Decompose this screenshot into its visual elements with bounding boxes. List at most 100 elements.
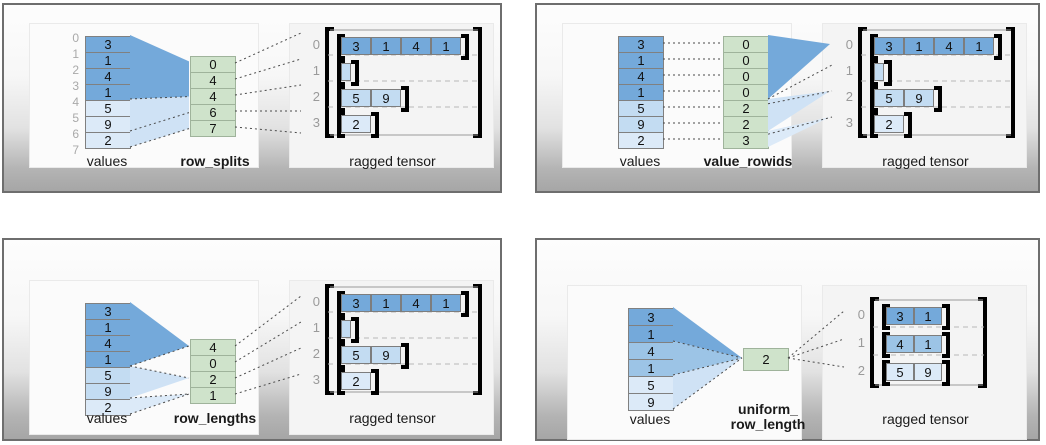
- value-cell-text: 9: [637, 117, 645, 132]
- value-cell-text: 9: [647, 394, 655, 410]
- tensor-cell-text: 4: [412, 38, 420, 54]
- tensor-cell: 1: [904, 37, 934, 55]
- tensor-cell: 3: [886, 307, 914, 325]
- value-cell: 4: [85, 68, 131, 85]
- encoding-cell-text: 0: [209, 356, 217, 371]
- encoding-cell-text: 7: [209, 121, 217, 136]
- value-cell-text: 1: [104, 352, 112, 367]
- tensor-cell: 4: [401, 37, 431, 55]
- encoding-caption: uniform_ row_length: [730, 401, 806, 433]
- tensor-cell-text: 1: [442, 38, 450, 54]
- value-cell-text: 4: [637, 69, 645, 84]
- tensor-cell-text: 9: [382, 347, 390, 363]
- encoding-cell-text: 0: [742, 37, 750, 52]
- tensor-row-index: 1: [312, 63, 320, 78]
- tensor-cell: 1: [431, 294, 461, 312]
- tensor-cell: 1: [964, 37, 994, 55]
- value-cell: 1: [628, 325, 674, 343]
- encoding-cell: 0: [723, 68, 769, 85]
- value-cell: 1: [85, 319, 131, 336]
- encoding-cell-text: 0: [742, 85, 750, 100]
- value-index-label: 3: [72, 79, 79, 93]
- value-cell: 1: [618, 52, 664, 69]
- tensor-row-index: 0: [312, 294, 320, 309]
- encoding-cell: 0: [723, 36, 769, 53]
- tensor-row-index: 3: [312, 115, 320, 130]
- value-cell: 3: [85, 303, 131, 320]
- tensor-cell: 9: [371, 89, 401, 107]
- tensor-cell-text: 3: [352, 295, 360, 311]
- value-cell: 1: [85, 52, 131, 69]
- tensor-row-index: 0: [312, 37, 320, 52]
- value-cell-text: 1: [647, 360, 655, 376]
- tensor-cell-text: 5: [896, 364, 904, 380]
- encoding-cell-text: 0: [742, 69, 750, 84]
- value-cell-text: 3: [104, 37, 112, 52]
- value-cell-text: 1: [647, 326, 655, 342]
- encoding-cell: 2: [723, 100, 769, 117]
- tensor-cell-text: 1: [924, 336, 932, 352]
- tensor-cell: 5: [341, 89, 371, 107]
- encoding-cell: 4: [190, 339, 236, 356]
- tensor-cell: 5: [886, 363, 914, 381]
- tensor-cell-text: 5: [352, 347, 360, 363]
- encoding-cell: 0: [190, 56, 236, 73]
- encoding-cell-text: 6: [209, 105, 217, 120]
- tensor-cell-empty: [341, 63, 351, 81]
- value-cell-text: 5: [104, 101, 112, 116]
- value-cell: 9: [618, 116, 664, 133]
- tensor-cell-empty: [874, 63, 884, 81]
- tensor-cell-text: 2: [885, 116, 893, 132]
- encoding-caption: value_rowids: [703, 153, 793, 169]
- encoding-cell-text: 2: [762, 352, 770, 367]
- tensor-cell-text: 2: [352, 116, 360, 132]
- value-cell-text: 9: [104, 117, 112, 132]
- encoding-cell-text: 0: [742, 53, 750, 68]
- values-caption: values: [629, 411, 671, 427]
- tensor-cell-text: 3: [352, 38, 360, 54]
- value-cell: 5: [618, 100, 664, 117]
- tensor-row-index: 1: [857, 335, 865, 350]
- value-index-label: 1: [72, 47, 79, 61]
- tensor-cell: 1: [914, 335, 942, 353]
- tensor-cell-text: 1: [924, 308, 932, 324]
- tensor-cell-text: 5: [885, 90, 893, 106]
- encoding-cell-text: 2: [209, 372, 217, 387]
- tensor-cell: 9: [914, 363, 942, 381]
- tensor-cell-text: 2: [352, 373, 360, 389]
- tensor-cell: 4: [401, 294, 431, 312]
- tensor-cell-text: 9: [382, 90, 390, 106]
- value-index-label: 0: [72, 31, 79, 45]
- value-cell: 9: [85, 116, 131, 133]
- encoding-caption: row_splits: [180, 153, 250, 169]
- value-cell: 4: [628, 342, 674, 360]
- value-cell: 4: [618, 68, 664, 85]
- value-cell-text: 4: [647, 343, 655, 359]
- tensor-row-index: 0: [857, 307, 865, 322]
- value-cell-text: 3: [637, 37, 645, 52]
- values-caption: values: [86, 410, 128, 426]
- tensor-cell: 2: [874, 115, 904, 133]
- encoding-cell-text: 2: [742, 117, 750, 132]
- tensor-caption: ragged tensor: [882, 153, 969, 169]
- value-cell-text: 5: [637, 101, 645, 116]
- tensor-row-index: 3: [312, 372, 320, 387]
- encoding-cell: 3: [723, 132, 769, 149]
- value-index-label: 7: [72, 143, 79, 157]
- values-caption: values: [619, 153, 661, 169]
- tensor-cell: 1: [431, 37, 461, 55]
- encoding-cell: 2: [723, 116, 769, 133]
- tensor-row-index: 1: [845, 63, 853, 78]
- tensor-cell: 2: [341, 115, 371, 133]
- value-cell: 4: [85, 335, 131, 352]
- tensor-row-index: 2: [312, 346, 320, 361]
- encoding-cell: 0: [723, 84, 769, 101]
